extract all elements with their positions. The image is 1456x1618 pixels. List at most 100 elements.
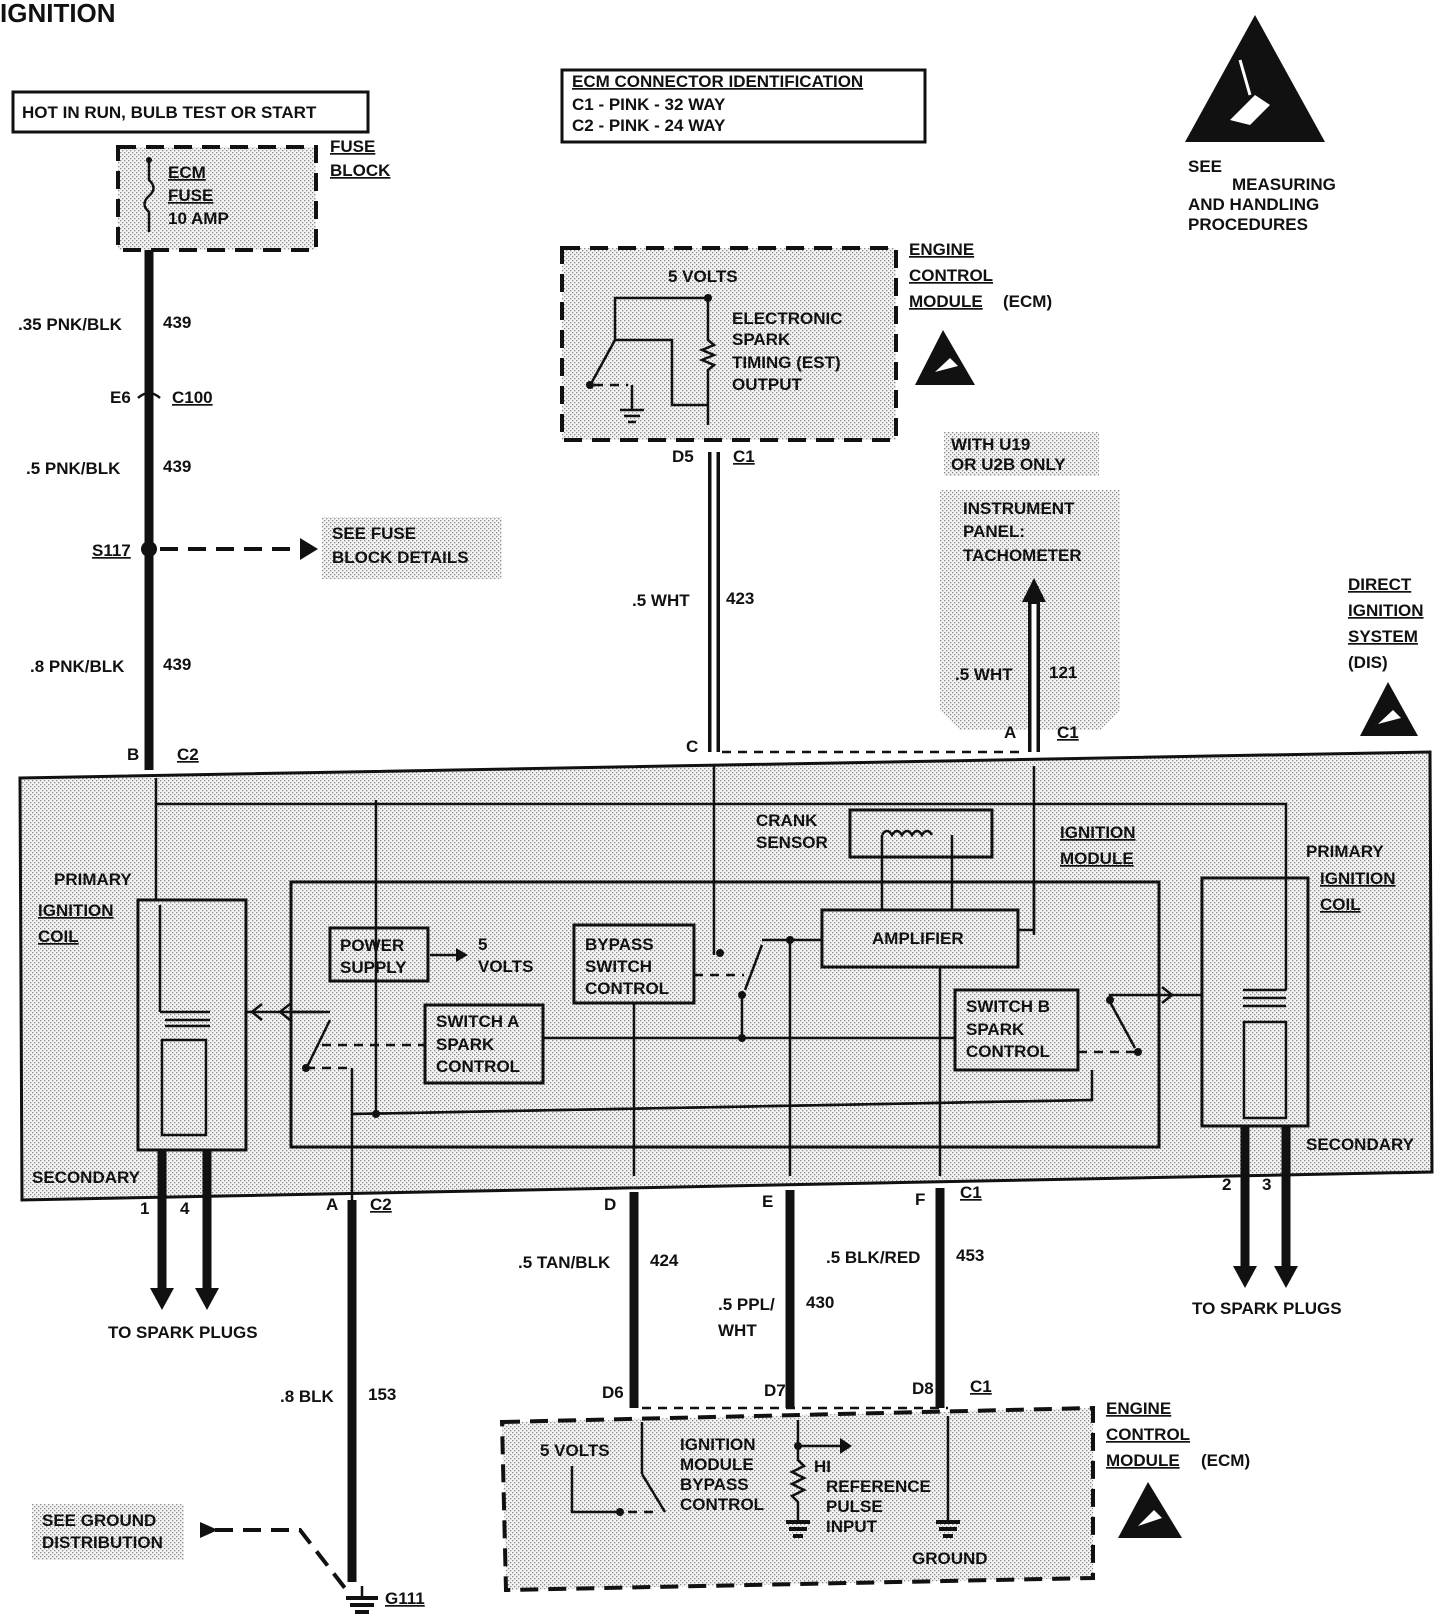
wire-439-gauge-2: .5 PNK/BLK — [26, 459, 121, 478]
svg-text:SWITCH B: SWITCH B — [966, 997, 1050, 1016]
svg-text:ELECTRONIC: ELECTRONIC — [732, 309, 843, 328]
svg-text:WITH U19: WITH U19 — [951, 435, 1030, 454]
svg-text:POWER: POWER — [340, 936, 404, 955]
wire-439-gauge-3: .8 PNK/BLK — [30, 657, 125, 676]
svg-text:GROUND: GROUND — [912, 1549, 988, 1568]
pin-d: D — [604, 1195, 616, 1214]
secondary-left: SECONDARY — [32, 1168, 141, 1187]
svg-text:SWITCH: SWITCH — [585, 957, 652, 976]
svg-text:CONTROL: CONTROL — [680, 1495, 764, 1514]
ecm-top-conn: C1 — [733, 447, 755, 466]
bypass-switch-control: BYPASS SWITCH CONTROL — [572, 923, 744, 1176]
svg-text:OR U2B ONLY: OR U2B ONLY — [951, 455, 1066, 474]
primary-coil-left-3: COIL — [38, 927, 79, 946]
power-supply-volts-2: VOLTS — [478, 957, 533, 976]
esd-note-2: MEASURING — [1232, 175, 1336, 194]
svg-text:OUTPUT: OUTPUT — [732, 375, 803, 394]
esd-note-4: PROCEDURES — [1188, 215, 1308, 234]
wire-439-gauge-1: .35 PNK/BLK — [18, 315, 123, 334]
pin-4: 4 — [180, 1199, 190, 1218]
svg-text:REFERENCE: REFERENCE — [826, 1477, 931, 1496]
wire-121-circuit: 121 — [1049, 663, 1077, 682]
svg-text:5 VOLTS: 5 VOLTS — [668, 267, 738, 286]
svg-text:SPARK: SPARK — [436, 1035, 495, 1054]
ecm-top-label-4: (ECM) — [1003, 292, 1052, 311]
ecm-bottom-d6: D6 — [602, 1383, 624, 1402]
pin-b: B — [127, 745, 139, 764]
pin-1: 1 — [140, 1199, 149, 1218]
ecm-bottom: 5 VOLTS IGNITION MODULE BYPASS CONTROL H… — [499, 1405, 1095, 1593]
see-ground-1: SEE GROUND — [42, 1511, 156, 1530]
pin-a-top: A — [1004, 723, 1016, 742]
amplifier: AMPLIFIER — [820, 882, 1036, 1176]
pin-f-conn: C1 — [960, 1183, 982, 1202]
power-supply: POWER SUPPLY — [328, 926, 468, 983]
pin-e: E — [762, 1192, 773, 1211]
esd-note-1: SEE — [1188, 157, 1222, 176]
esd-note-3: AND HANDLING — [1188, 195, 1319, 214]
primary-coil-right-1: PRIMARY — [1306, 842, 1384, 861]
ignition-module-label-1: IGNITION — [1060, 823, 1136, 842]
pin-a-bottom: A — [326, 1195, 338, 1214]
pin-b-conn: C2 — [177, 745, 199, 764]
svg-text:PANEL:: PANEL: — [963, 522, 1025, 541]
crank-sensor-label-1: CRANK — [756, 811, 818, 830]
pin-3: 3 — [1262, 1175, 1271, 1194]
spark-plugs-left: TO SPARK PLUGS — [108, 1323, 258, 1342]
wire-430-circuit: 430 — [806, 1293, 834, 1312]
see-fuse-block-1: SEE FUSE — [332, 524, 416, 543]
svg-text:BLOCK: BLOCK — [330, 161, 391, 180]
ecm-top-pin: D5 — [672, 447, 694, 466]
dis-label-2: IGNITION — [1348, 601, 1424, 620]
crank-sensor-label-2: SENSOR — [756, 833, 828, 852]
pin-f: F — [915, 1190, 925, 1209]
c100-pin: E6 — [110, 388, 131, 407]
svg-text:TIMING (EST): TIMING (EST) — [732, 353, 841, 372]
esd-icon-dis — [1360, 682, 1418, 736]
primary-coil-right-3: COIL — [1320, 895, 1361, 914]
switch-a-spark-control: SWITCH A SPARK CONTROL — [290, 1003, 955, 1114]
ecm-top-label-2: CONTROL — [909, 266, 993, 285]
crank-sensor — [848, 808, 994, 882]
svg-text:PULSE: PULSE — [826, 1497, 883, 1516]
ecm-bottom-label-2: CONTROL — [1106, 1425, 1190, 1444]
pin-a-top-conn: C1 — [1057, 723, 1079, 742]
wire-121-gauge: .5 WHT — [955, 665, 1013, 684]
svg-text:10 AMP: 10 AMP — [168, 209, 229, 228]
wire-424-circuit: 424 — [650, 1251, 679, 1270]
ecm-bottom-label-3: MODULE — [1106, 1451, 1180, 1470]
pin-a-bottom-conn: C2 — [370, 1195, 392, 1214]
dis-label-1: DIRECT — [1348, 575, 1412, 594]
power-supply-volts-1: 5 — [478, 935, 487, 954]
esd-warning-icon — [1185, 15, 1325, 142]
wire-423-circuit: 423 — [726, 589, 754, 608]
see-ground-2: DISTRIBUTION — [42, 1533, 163, 1552]
pin-2: 2 — [1222, 1175, 1231, 1194]
primary-coil-right-2: IGNITION — [1320, 869, 1396, 888]
svg-text:MODULE: MODULE — [680, 1455, 754, 1474]
svg-text:5 VOLTS: 5 VOLTS — [540, 1441, 610, 1460]
svg-text:SUPPLY: SUPPLY — [340, 958, 407, 977]
wire-453-gauge: .5 BLK/RED — [826, 1248, 920, 1267]
wire-453-circuit: 453 — [956, 1246, 984, 1265]
wire-153-circuit: 153 — [368, 1385, 396, 1404]
svg-text:C1 - PINK - 32 WAY: C1 - PINK - 32 WAY — [572, 95, 726, 114]
svg-text:HOT IN RUN, BULB TEST OR START: HOT IN RUN, BULB TEST OR START — [22, 103, 317, 122]
ecm-bottom-label-1: ENGINE — [1106, 1399, 1171, 1418]
svg-text:IGNITION: IGNITION — [680, 1435, 756, 1454]
esd-icon-ecm-bottom — [1118, 1482, 1182, 1538]
wire-439-circuit-3: 439 — [163, 655, 191, 674]
dis-label-4: (DIS) — [1348, 653, 1388, 672]
power-note: HOT IN RUN, BULB TEST OR START — [11, 90, 370, 134]
ecm-bottom-d7: D7 — [764, 1381, 786, 1400]
wire-439-circuit-1: 439 — [163, 313, 191, 332]
svg-text:ECM: ECM — [168, 163, 206, 182]
svg-text:INPUT: INPUT — [826, 1517, 878, 1536]
svg-text:TACHOMETER: TACHOMETER — [963, 546, 1082, 565]
pin-c: C — [686, 737, 698, 756]
svg-text:FUSE: FUSE — [168, 186, 213, 205]
svg-text:ECM CONNECTOR IDENTIFICATION: ECM CONNECTOR IDENTIFICATION — [572, 72, 863, 91]
svg-text:BYPASS: BYPASS — [585, 935, 654, 954]
bypass-switch — [712, 936, 822, 1176]
primary-ignition-coil-right — [1200, 876, 1310, 1128]
